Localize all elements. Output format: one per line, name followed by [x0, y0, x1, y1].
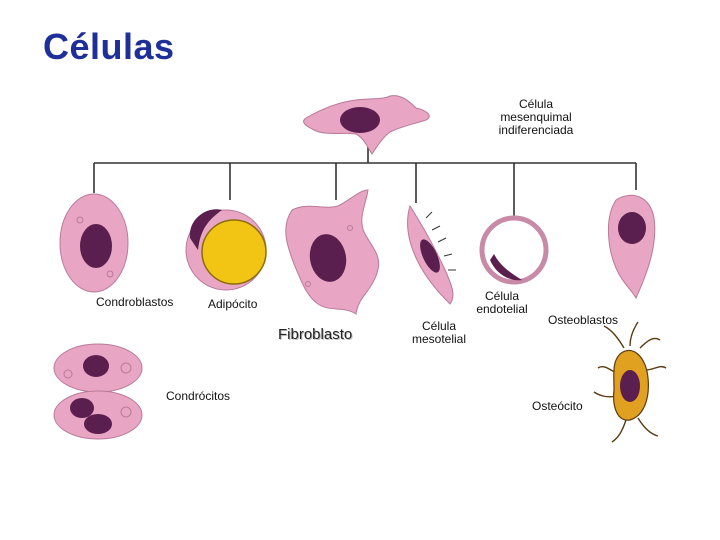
- label-chondroblasts: Condroblastos: [96, 295, 174, 309]
- label-endothelial-cell: Célula endotelial: [476, 289, 528, 316]
- label-fibroblast: Fibroblasto: [278, 326, 353, 343]
- label-osteocyte: Osteócito: [532, 399, 583, 413]
- lineage-tree-lines: [93, 142, 637, 218]
- endothelial-cell-icon: [479, 215, 549, 285]
- mesenchymal-cell-icon: [303, 95, 430, 155]
- page-title: Células: [43, 26, 175, 67]
- fibroblast-cell-icon: [285, 189, 380, 315]
- diagram-drawing: [53, 95, 667, 443]
- label-osteoblasts: Osteoblastos: [548, 313, 619, 327]
- osteocyte-cell-icon: [593, 321, 667, 443]
- label-mesothelial-cell: Célula mesotelial: [411, 319, 467, 346]
- osteoblast-cell-icon: [607, 195, 656, 300]
- adipocyte-cell-icon: [185, 209, 267, 291]
- label-chondrocytes: Condrócitos: [166, 389, 231, 403]
- cell-lineage-diagram: Célula mesenquimal indiferenciada Condro…: [38, 78, 680, 470]
- chondrocytes-cell-icon: [53, 343, 143, 440]
- label-adipocyte: Adipócito: [208, 297, 258, 311]
- label-mesenchymal-cell: Célula mesenquimal indiferenciada: [498, 97, 574, 137]
- mesothelial-cell-icon: [407, 204, 456, 305]
- chondroblast-cell-icon: [59, 193, 129, 293]
